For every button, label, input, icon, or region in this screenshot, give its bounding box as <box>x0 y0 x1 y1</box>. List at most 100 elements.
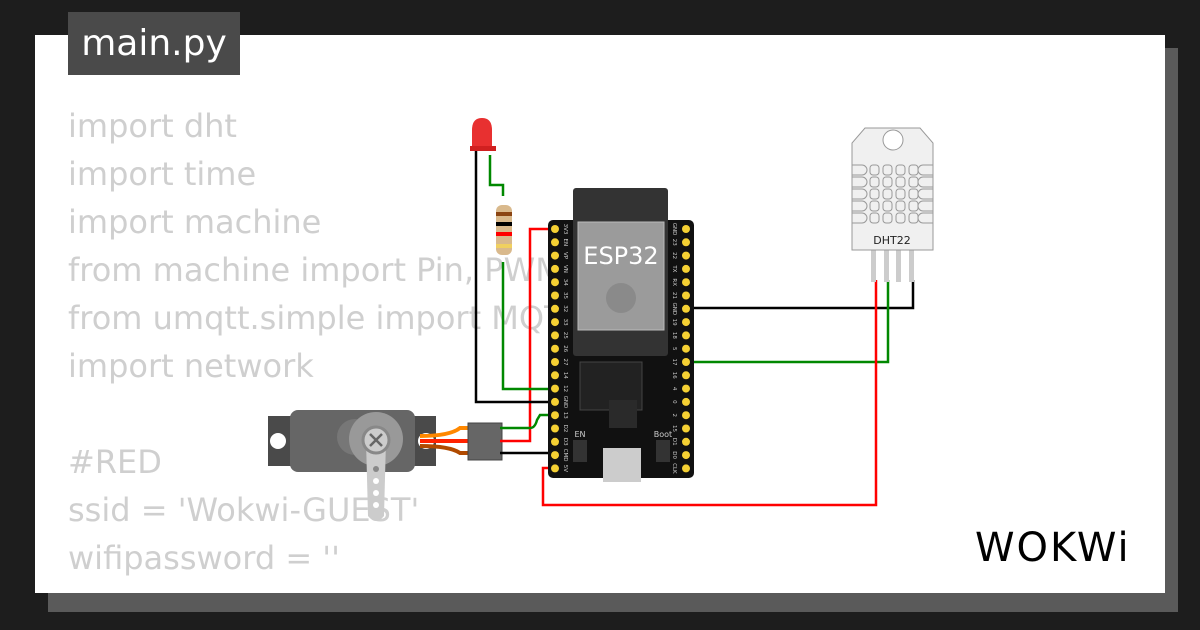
pin-label: 17 <box>671 359 677 366</box>
vent-hole <box>882 200 893 212</box>
pin-21[interactable] <box>682 291 690 300</box>
resistor[interactable] <box>496 205 512 255</box>
pin-5[interactable] <box>682 344 690 353</box>
pin-18[interactable] <box>682 331 690 340</box>
pin-33[interactable] <box>551 318 559 327</box>
vent-hole <box>908 176 919 188</box>
pin-label: 18 <box>671 332 677 339</box>
vent-hole <box>908 212 919 224</box>
code-line: import network <box>68 347 314 385</box>
pin-13[interactable] <box>551 411 559 420</box>
servo-motor[interactable] <box>268 410 503 521</box>
pin-label: 19 <box>671 319 677 326</box>
pin-vn[interactable] <box>551 264 559 273</box>
pin-label: 3V3 <box>562 224 568 235</box>
pin-35[interactable] <box>551 291 559 300</box>
pin-5v[interactable] <box>551 464 559 473</box>
vent-hole <box>882 212 893 224</box>
pin-label: D3 <box>562 438 568 446</box>
vent-slot <box>852 200 868 212</box>
pin-label: CLK <box>671 463 677 474</box>
vent-hole <box>882 164 893 176</box>
vent-hole <box>895 212 906 224</box>
pin-label: RX <box>671 278 677 286</box>
pin-label: 26 <box>562 345 568 352</box>
pin-label: 33 <box>562 319 568 326</box>
pin-tx[interactable] <box>682 264 690 273</box>
pin-3v3[interactable] <box>551 225 559 233</box>
pin-gnd[interactable] <box>682 225 690 233</box>
vent-slot <box>852 164 868 176</box>
wire-green-led <box>488 155 505 196</box>
pin-22[interactable] <box>682 251 690 260</box>
pin-d1[interactable] <box>682 437 690 446</box>
pin-label: 23 <box>671 239 677 246</box>
pin-14[interactable] <box>551 371 559 380</box>
wokwi-logo: WOKWi <box>975 525 1131 571</box>
wire-red-dht <box>541 280 878 507</box>
pin-rx[interactable] <box>682 278 690 287</box>
board-name: ESP32 <box>583 242 658 270</box>
pin-19[interactable] <box>682 318 690 327</box>
pin-label: 0 <box>671 400 677 404</box>
vent-slot <box>852 176 868 188</box>
pin-23[interactable] <box>682 238 690 247</box>
pin-gnd[interactable] <box>551 397 559 406</box>
pin-25[interactable] <box>551 331 559 340</box>
pin-d2[interactable] <box>551 424 559 433</box>
pin-clk[interactable] <box>682 464 690 473</box>
pin-12[interactable] <box>551 384 559 393</box>
pin-vp[interactable] <box>551 251 559 260</box>
pin-32[interactable] <box>551 304 559 313</box>
vent-hole <box>882 188 893 200</box>
vent-slot <box>852 212 868 224</box>
vent-hole <box>869 188 880 200</box>
pin-gnd[interactable] <box>682 304 690 313</box>
esp32-board[interactable]: ESP32 EN Boot 3V3ENVPVN34353233252627141… <box>548 188 694 482</box>
vent-hole <box>869 176 880 188</box>
pin-label: 5V <box>562 465 568 472</box>
pin-label: 2 <box>671 413 677 417</box>
pin-label: VP <box>562 252 568 260</box>
wire-green-12 <box>501 262 555 391</box>
pin-label: TX <box>671 264 677 272</box>
vent-hole <box>895 176 906 188</box>
code-line: import time <box>68 155 257 193</box>
pin-label: GND <box>671 302 677 315</box>
pin-2[interactable] <box>682 411 690 420</box>
wire-green-dht <box>686 280 890 364</box>
pin-label: VN <box>562 265 568 273</box>
file-tab[interactable]: main.py <box>68 12 240 75</box>
pin-d3[interactable] <box>551 437 559 446</box>
pin-0[interactable] <box>682 397 690 406</box>
wire-green-13 <box>500 413 555 430</box>
pin-label: 32 <box>562 305 568 312</box>
vent-hole <box>908 200 919 212</box>
pin-34[interactable] <box>551 278 559 287</box>
pin-4[interactable] <box>682 384 690 393</box>
pin-label: GND <box>562 396 568 409</box>
pin-d0[interactable] <box>682 451 690 460</box>
en-button-label: EN <box>574 430 585 439</box>
pin-15[interactable] <box>682 424 690 433</box>
pin-label: 12 <box>562 385 568 392</box>
wire-red-3v3 <box>500 227 555 443</box>
pin-label: 15 <box>671 425 677 432</box>
pin-label: 35 <box>562 292 568 299</box>
dht22-sensor[interactable]: DHT22 <box>851 127 934 282</box>
pin-26[interactable] <box>551 344 559 353</box>
dht22-label: DHT22 <box>873 234 910 247</box>
vent-hole <box>908 164 919 176</box>
pin-label: 13 <box>562 412 568 419</box>
pin-cmd[interactable] <box>551 451 559 460</box>
vent-hole <box>908 188 919 200</box>
vent-hole <box>869 200 880 212</box>
wire-black-led <box>474 150 555 404</box>
pin-16[interactable] <box>682 371 690 380</box>
pin-en[interactable] <box>551 238 559 247</box>
pin-27[interactable] <box>551 358 559 366</box>
pin-17[interactable] <box>682 358 690 366</box>
pin-label: CMD <box>562 449 568 462</box>
led-red[interactable] <box>470 118 496 151</box>
pin-label: EN <box>562 239 568 247</box>
